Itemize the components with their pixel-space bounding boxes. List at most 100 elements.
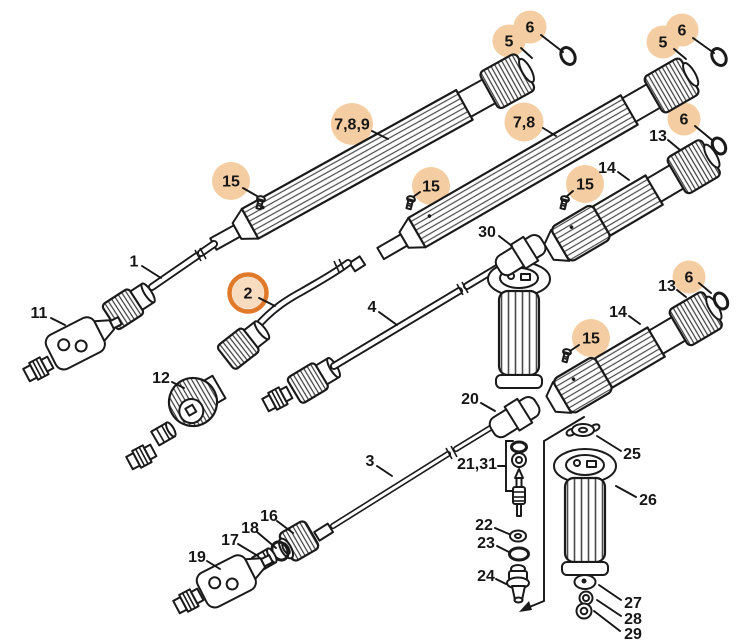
- svg-text:26: 26: [639, 492, 657, 509]
- callout-17: 17: [221, 532, 259, 557]
- connector-part20: [484, 390, 546, 444]
- callout-15-lance2[interactable]: 15: [412, 179, 440, 198]
- callout-1: 1: [130, 254, 162, 279]
- svg-text:21,31: 21,31: [457, 456, 497, 473]
- svg-text:14: 14: [598, 160, 616, 177]
- callout-26: 26: [615, 485, 657, 509]
- svg-text:5: 5: [505, 34, 514, 51]
- selected-hotspot-fill: [232, 277, 264, 309]
- svg-text:14: 14: [609, 304, 627, 321]
- svg-text:17: 17: [221, 532, 239, 549]
- o-ring-part6: [710, 136, 728, 156]
- svg-text:28: 28: [624, 611, 642, 628]
- bent-lance-assembly-2-12: [124, 255, 367, 473]
- callout-6-lance1[interactable]: 6: [526, 20, 564, 53]
- svg-text:6: 6: [680, 112, 689, 129]
- hotspot-15-lance1[interactable]: [212, 162, 250, 200]
- wing-nut-part25: [565, 423, 601, 437]
- callout-6-lance4[interactable]: 6: [685, 270, 712, 294]
- nozzle-head-part12: [167, 374, 227, 428]
- callout-20: 20: [461, 391, 496, 412]
- hotspot-15-lance3[interactable]: [566, 165, 604, 203]
- hotspot-78[interactable]: [504, 102, 544, 142]
- svg-text:23: 23: [477, 535, 495, 552]
- svg-text:4: 4: [368, 299, 377, 316]
- callout-5-lance2[interactable]: 5: [659, 35, 687, 60]
- hotspot-15-lance2[interactable]: [412, 167, 450, 205]
- lance-assembly-2: [369, 47, 728, 273]
- callout-19: 19: [188, 549, 221, 570]
- svg-text:15: 15: [422, 179, 440, 196]
- callout-15-lance1[interactable]: 15: [222, 174, 258, 197]
- callout-6-lance2[interactable]: 6: [678, 23, 715, 54]
- artwork-layer: [21, 46, 730, 620]
- callout-layer: 5 6 5 6 7,8,9 7,8 15 15 15 13 6 14 1 11 …: [31, 20, 715, 643]
- hotspot-6-lance1[interactable]: [513, 10, 547, 44]
- callout-15-lance3[interactable]: 15: [565, 177, 594, 198]
- callout-5-lance1[interactable]: 5: [505, 34, 533, 59]
- callout-25: 25: [596, 435, 641, 463]
- hotspot-6-lance4[interactable]: [672, 260, 706, 294]
- callout-4: 4: [368, 299, 398, 326]
- svg-text:15: 15: [222, 174, 240, 191]
- svg-text:29: 29: [624, 626, 642, 643]
- svg-text:6: 6: [526, 20, 535, 37]
- hotspot-6-lance2[interactable]: [665, 13, 699, 47]
- svg-text:24: 24: [477, 568, 495, 585]
- svg-text:6: 6: [685, 270, 694, 287]
- hotspot-6-lance3[interactable]: [667, 102, 701, 136]
- svg-text:22: 22: [475, 517, 493, 534]
- wand-assembly-3: [260, 134, 728, 415]
- callout-2-selected[interactable]: 2: [244, 286, 276, 307]
- svg-text:13: 13: [649, 128, 667, 145]
- lance-assembly-1: [21, 46, 577, 385]
- callout-18: 18: [241, 520, 277, 549]
- callout-3: 3: [366, 453, 393, 477]
- callout-14-lance3: 14: [598, 160, 630, 181]
- callout-21-31: 21,31: [457, 456, 507, 473]
- callout-28: 28: [596, 599, 642, 628]
- screw-part15: [557, 194, 571, 211]
- svg-text:5: 5: [659, 35, 668, 52]
- svg-text:1: 1: [130, 254, 139, 271]
- callout-12: 12: [152, 370, 185, 389]
- callout-16: 16: [260, 508, 294, 534]
- svg-text:2: 2: [244, 286, 253, 303]
- svg-text:18: 18: [241, 520, 259, 537]
- callout-6-lance3[interactable]: 6: [680, 112, 713, 141]
- svg-text:16: 16: [260, 508, 278, 525]
- callout-22: 22: [475, 517, 510, 535]
- o-ring-part6: [559, 46, 577, 66]
- callout-15-lance4[interactable]: 15: [569, 331, 600, 352]
- selected-ring-icon: [227, 272, 269, 314]
- o-ring-part6: [712, 291, 730, 311]
- bracket-25-29: [526, 416, 585, 609]
- bracket-arrow-icon: [519, 601, 532, 612]
- callout-78[interactable]: 7,8: [513, 115, 557, 137]
- callout-14-lance4: 14: [609, 304, 641, 325]
- svg-text:30: 30: [478, 224, 496, 241]
- nozzle-insert-part24: [506, 564, 530, 604]
- svg-text:11: 11: [31, 305, 48, 322]
- callout-27: 27: [598, 584, 642, 612]
- o-ring-part6: [710, 47, 728, 67]
- svg-text:6: 6: [678, 23, 687, 40]
- hotspot-15-lance4[interactable]: [572, 319, 610, 357]
- callout-13-lance4: 13: [658, 278, 687, 298]
- svg-text:27: 27: [624, 595, 642, 612]
- svg-text:15: 15: [582, 331, 600, 348]
- svg-text:7,8,9: 7,8,9: [334, 117, 370, 134]
- svg-text:15: 15: [576, 177, 594, 194]
- callout-24: 24: [477, 568, 507, 585]
- callout-13-lance3: 13: [649, 128, 681, 151]
- handle-grip: [486, 260, 552, 390]
- svg-text:25: 25: [623, 446, 641, 463]
- callout-789[interactable]: 7,8,9: [334, 117, 389, 140]
- svg-text:19: 19: [188, 549, 206, 566]
- hotspot-2-selected[interactable]: [227, 272, 269, 314]
- control-valve-parts: [505, 440, 530, 604]
- hotspot-789[interactable]: [331, 103, 373, 145]
- callout-11: 11: [31, 305, 66, 326]
